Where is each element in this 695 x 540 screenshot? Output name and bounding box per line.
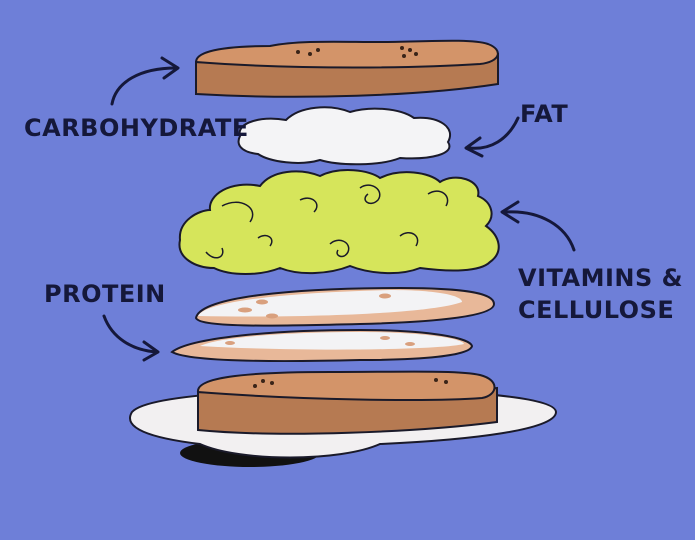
carbohydrate-arrow — [110, 56, 180, 106]
top-bread — [194, 39, 499, 98]
carbohydrate-label: CARBOHYDRATE — [24, 114, 249, 142]
vitamins-label-line2: CELLULOSE — [518, 296, 675, 324]
lower-meat-slice — [170, 328, 474, 363]
upper-meat-slice — [194, 286, 496, 327]
fat-arrow — [464, 116, 520, 158]
vitamins-cellulose-label: VITAMINS & CELLULOSE — [518, 262, 683, 326]
fat-label: FAT — [520, 100, 569, 128]
protein-arrow — [102, 314, 160, 362]
vitamins-label-line1: VITAMINS & — [518, 264, 684, 292]
bottom-bread — [197, 370, 498, 435]
lettuce — [178, 169, 500, 275]
vitamins-arrow — [500, 200, 576, 252]
fat-layer — [237, 106, 451, 166]
protein-label: PROTEIN — [44, 280, 166, 308]
